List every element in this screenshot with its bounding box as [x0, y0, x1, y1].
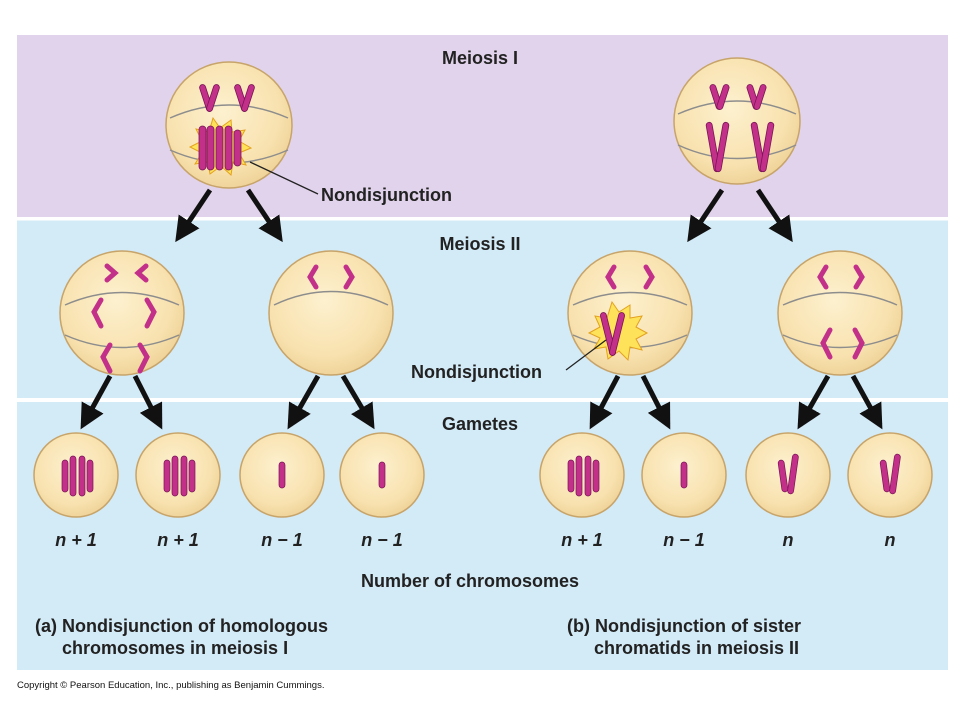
- nondisjunction-label-b: Nondisjunction: [411, 362, 542, 382]
- caption-a-line2: chromosomes in meiosis I: [62, 638, 289, 658]
- caption-b-line2: chromatids in meiosis II: [594, 638, 800, 658]
- gamete-a1: [33, 432, 119, 518]
- gamete-a2: [135, 432, 221, 518]
- cell-meiosis2-b2: [777, 250, 903, 376]
- caption-b-line1: (b) Nondisjunction of sister: [567, 616, 801, 636]
- nondisjunction-label-a: Nondisjunction: [321, 185, 452, 205]
- caption-b: (b) Nondisjunction of sister chromatids …: [567, 615, 801, 659]
- gametes-title: Gametes: [442, 414, 518, 434]
- gamete-count-b3: n: [783, 530, 794, 550]
- gamete-a4: [339, 432, 425, 518]
- gamete-count-a1: n + 1: [55, 530, 97, 550]
- meiosis1-title: Meiosis I: [442, 48, 518, 68]
- meiosis2-title: Meiosis II: [439, 234, 520, 254]
- gamete-b1: [539, 432, 625, 518]
- gamete-count-b2: n − 1: [663, 530, 705, 550]
- gamete-count-a2: n + 1: [157, 530, 199, 550]
- caption-a-line1: (a) Nondisjunction of homologous: [35, 616, 328, 636]
- gamete-b3: [745, 432, 831, 518]
- gamete-count-a4: n − 1: [361, 530, 403, 550]
- gamete-count-a3: n − 1: [261, 530, 303, 550]
- number-of-chromosomes-label: Number of chromosomes: [361, 571, 579, 591]
- cell-meiosis2-a2: [268, 250, 394, 376]
- gamete-b2: [641, 432, 727, 518]
- caption-a: (a) Nondisjunction of homologous chromos…: [35, 615, 328, 659]
- cell-meiosis2-a1: [59, 250, 185, 376]
- gamete-a3: [239, 432, 325, 518]
- gamete-count-b1: n + 1: [561, 530, 603, 550]
- gamete-count-b4: n: [885, 530, 896, 550]
- cell-meiosis1-a: [165, 61, 293, 189]
- gamete-b4: [847, 432, 933, 518]
- copyright-text: Copyright © Pearson Education, Inc., pub…: [17, 680, 325, 691]
- cell-meiosis1-b: [673, 57, 801, 185]
- cell-meiosis2-b1: [567, 250, 693, 376]
